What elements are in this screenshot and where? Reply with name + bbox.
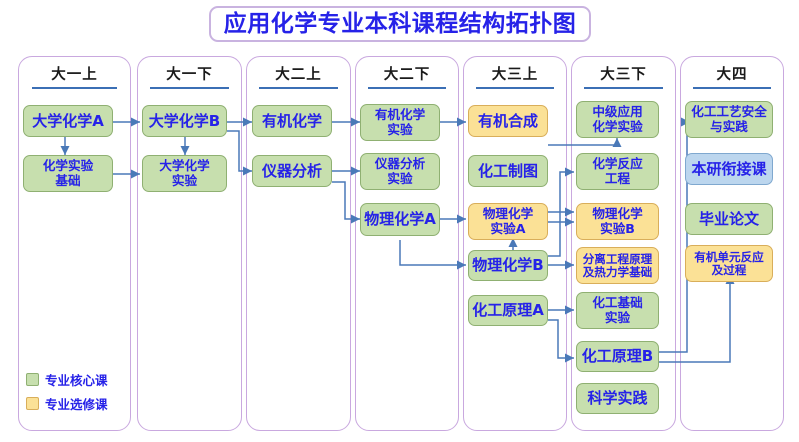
course-node-huagong-zhitu[interactable]: 化工制图 [468,155,548,187]
course-label: 物理化学A [364,210,436,229]
semester-header-1: 大一上 [51,67,98,83]
course-label: 科学实践 [587,389,648,408]
course-label: 化工制图 [477,161,538,180]
header-rule [584,87,663,89]
course-node-yiqi-fenxi-shiyan[interactable]: 仪器分析实验 [360,153,440,190]
semester-header-3: 大二上 [275,67,322,83]
semester-header-6: 大三下 [600,67,647,83]
header-rule [150,87,229,89]
course-label: 中级应用化学实验 [592,104,643,134]
legend-item-elective: 专业选修课 [26,394,108,413]
course-node-huagong-yuanli-b[interactable]: 化工原理B [576,341,659,372]
course-label: 有机化学实验 [374,107,426,137]
course-node-wuli-huaxue-b[interactable]: 物理化学B [468,250,548,281]
course-node-benyan-xianjie[interactable]: 本研衔接课 [685,153,773,185]
page-title: 应用化学专业本科课程结构拓扑图 [223,10,577,37]
course-node-zhongji-yingyong-huaxue-shiyan[interactable]: 中级应用化学实验 [576,101,659,138]
course-node-youji-huaxue-shiyan[interactable]: 有机化学实验 [360,104,440,141]
course-label: 大学化学A [32,111,104,130]
course-node-daxue-huaxue-shiyan[interactable]: 大学化学实验 [142,155,227,192]
course-label: 物理化学实验B [592,206,643,236]
course-node-huagong-jichu-shiyan[interactable]: 化工基础实验 [576,292,659,329]
semester-header-7: 大四 [716,67,748,83]
header-rule [368,87,446,89]
course-label: 仪器分析实验 [374,156,426,186]
legend-swatch-elective-icon [26,397,39,410]
course-node-youji-danyuan-fanying[interactable]: 有机单元反应及过程 [685,245,773,282]
course-label: 仪器分析 [261,161,322,180]
diagram-title-box: 应用化学专业本科课程结构拓扑图 [209,6,591,42]
course-label: 化工基础实验 [592,295,643,325]
course-label: 物理化学B [472,256,544,275]
legend-swatch-core-icon [26,373,39,386]
course-label: 大学化学实验 [159,158,210,188]
course-label: 毕业论文 [698,209,759,228]
course-node-daxue-huaxue-a[interactable]: 大学化学A [23,105,113,137]
course-node-wuli-huaxue-shiyan-b[interactable]: 物理化学实验B [576,203,659,240]
legend-label-core: 专业核心课 [45,373,108,388]
course-node-huaxue-shiyan-jichu[interactable]: 化学实验基础 [23,155,113,192]
course-node-biye-lunwen[interactable]: 毕业论文 [685,203,773,235]
course-node-youji-huaxue[interactable]: 有机化学 [252,105,332,137]
course-label: 化工原理B [581,347,654,366]
legend: 专业核心课 专业选修课 [26,370,108,418]
course-node-fenli-gongcheng-yuanli[interactable]: 分离工程原理及热力学基础 [576,247,659,284]
semester-header-2: 大一下 [166,67,213,83]
course-label: 化工工艺安全与实践 [691,104,767,134]
course-label: 化学反应工程 [592,156,643,186]
course-label: 本研衔接课 [691,159,767,178]
course-label: 有机单元反应及过程 [694,249,764,277]
legend-label-elective: 专业选修课 [45,397,108,412]
course-label: 化学实验基础 [42,158,94,188]
header-rule [32,87,117,89]
header-rule [693,87,771,89]
course-node-wuli-huaxue-shiyan-a[interactable]: 物理化学实验A [468,203,548,240]
semester-header-4: 大二下 [383,67,431,83]
course-node-kexue-shijian[interactable]: 科学实践 [576,383,659,414]
header-rule [476,87,554,89]
course-label: 物理化学实验A [482,206,534,236]
course-node-daxue-huaxue-b[interactable]: 大学化学B [142,105,227,137]
course-node-youji-hecheng[interactable]: 有机合成 [468,105,548,137]
course-node-wuli-huaxue-a[interactable]: 物理化学A [360,203,440,236]
course-label: 化工原理A [472,301,544,320]
course-label: 分离工程原理及热力学基础 [582,251,653,279]
course-label: 有机化学 [261,111,322,130]
semester-header-5: 大三上 [491,67,539,83]
course-node-huagong-gongyi-anquan[interactable]: 化工工艺安全与实践 [685,101,773,138]
header-rule [259,87,338,89]
course-node-yiqi-fenxi[interactable]: 仪器分析 [252,155,332,187]
course-node-huagong-yuanli-a[interactable]: 化工原理A [468,295,548,326]
course-label: 有机合成 [477,111,538,130]
legend-item-core: 专业核心课 [26,370,108,389]
course-label: 大学化学B [148,111,221,130]
course-node-huaxue-fanying-gongcheng[interactable]: 化学反应工程 [576,153,659,190]
